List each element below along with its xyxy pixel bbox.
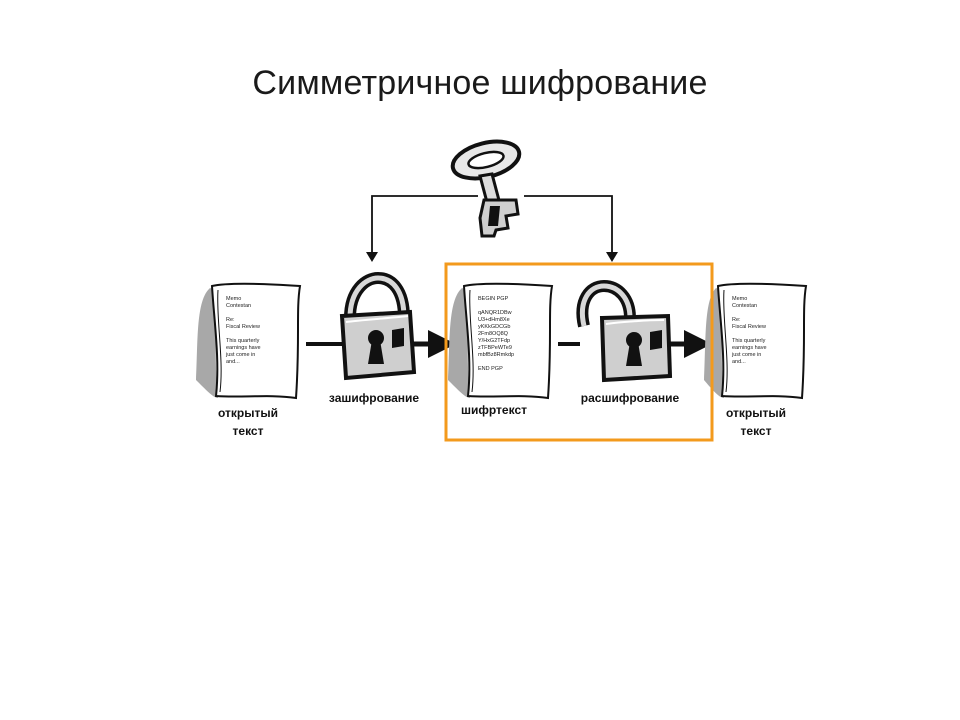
arrow-to-encrypt-icon bbox=[366, 252, 378, 262]
ciphertext-line: U3+dHm8Xe bbox=[478, 317, 510, 323]
ciphertext-label: шифртекст bbox=[461, 403, 527, 417]
plaintext-left-label: открытый bbox=[218, 406, 278, 420]
ciphertext-line: mbfBz8Rmkdp bbox=[478, 352, 514, 358]
key-distribution-lines bbox=[366, 195, 618, 262]
plaintext-left-line: Contestan bbox=[226, 303, 251, 309]
plaintext-right-line: Re: bbox=[732, 317, 741, 323]
ciphertext-line: yKKkGDCGb bbox=[478, 324, 510, 330]
key-icon bbox=[450, 139, 522, 238]
plaintext-left-label: текст bbox=[233, 424, 264, 438]
closed-padlock-icon bbox=[339, 271, 417, 381]
plaintext-document-left: Memo Contestan Re: Fiscal Review This qu… bbox=[196, 282, 302, 400]
plaintext-right-label: текст bbox=[741, 424, 772, 438]
plaintext-left-line: This quarterly bbox=[226, 338, 260, 344]
highlight-box bbox=[444, 262, 714, 442]
plaintext-right-line: Fiscal Review bbox=[732, 324, 766, 330]
plaintext-right-line: Contestan bbox=[732, 303, 757, 309]
encryption-label: зашифрование bbox=[329, 391, 420, 405]
ciphertext-line: END PGP bbox=[478, 366, 503, 372]
flow-arrows bbox=[306, 330, 712, 358]
plaintext-right-line: and... bbox=[732, 359, 746, 365]
ciphertext-line: 2Fm8OQ8Q bbox=[478, 331, 509, 337]
decryption-label: расшифрование bbox=[581, 391, 680, 405]
arrow-to-decrypt-icon bbox=[606, 252, 618, 262]
ciphertext-line: BEGIN PGP bbox=[478, 296, 509, 302]
arrow-right-icon bbox=[428, 330, 456, 358]
slide-title: Симметричное шифрование bbox=[252, 64, 708, 102]
ciphertext-line: zTFBPeWTe9 bbox=[478, 345, 512, 351]
plaintext-left-line: Fiscal Review bbox=[226, 324, 260, 330]
arrow-right-icon bbox=[684, 330, 712, 358]
plaintext-right-line: This quarterly bbox=[732, 338, 766, 344]
plaintext-right-line: just come in bbox=[731, 352, 761, 358]
plaintext-left-line: earnings have bbox=[226, 345, 261, 351]
plaintext-right-label: открытый bbox=[726, 406, 786, 420]
plaintext-document-right: Memo Contestan Re: Fiscal Review This qu… bbox=[704, 282, 808, 400]
plaintext-right-line: Memo bbox=[732, 296, 747, 302]
plaintext-right-line: earnings have bbox=[732, 345, 767, 351]
plaintext-left-line: Re: bbox=[226, 317, 235, 323]
plaintext-left-line: and... bbox=[226, 359, 240, 365]
ciphertext-document: BEGIN PGP qANQR1DBw U3+dHm8Xe yKKkGDCGb … bbox=[448, 282, 554, 400]
ciphertext-line: qANQR1DBw bbox=[478, 310, 512, 316]
ciphertext-line: Y/HxG2TFdp bbox=[478, 338, 510, 344]
open-padlock-icon bbox=[576, 279, 673, 383]
plaintext-left-line: Memo bbox=[226, 296, 241, 302]
plaintext-left-line: just come in bbox=[225, 352, 255, 358]
